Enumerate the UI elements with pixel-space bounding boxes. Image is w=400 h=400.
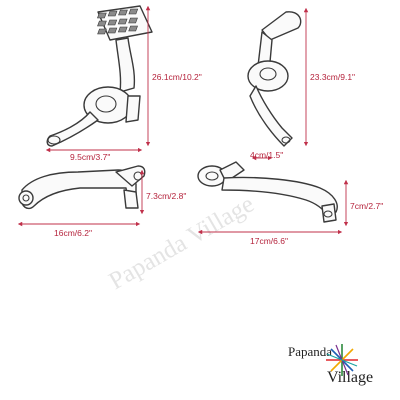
brake-pedal-part	[46, 5, 153, 147]
dim-lines	[17, 5, 349, 235]
dim-label-brake-width: 9.5cm/3.7"	[70, 152, 110, 162]
dim-label-right-arm-height: 7cm/2.7"	[350, 201, 383, 211]
dim-label-right-arm-length: 17cm/6.6"	[250, 236, 288, 246]
dim-label-left-arm-height: 7.3cm/2.8"	[146, 191, 186, 201]
dim-label-left-arm-length: 16cm/6.2"	[54, 228, 92, 238]
shift-lever-part	[247, 11, 302, 147]
dim-label-shift-height: 23.3cm/9.1"	[310, 72, 355, 82]
dim-label-shift-width: 4cm/1.5"	[250, 150, 283, 160]
logo-word-village: Village	[327, 369, 373, 386]
lower-right-arm-part	[197, 161, 338, 223]
logo-star-icon	[326, 344, 358, 376]
lower-left-arm-part	[18, 165, 146, 210]
dim-label-brake-height: 26.1cm/10.2"	[152, 72, 202, 82]
logo-word-papanda: Papanda	[288, 344, 332, 359]
brand-logo: Papanda Village	[288, 344, 373, 386]
